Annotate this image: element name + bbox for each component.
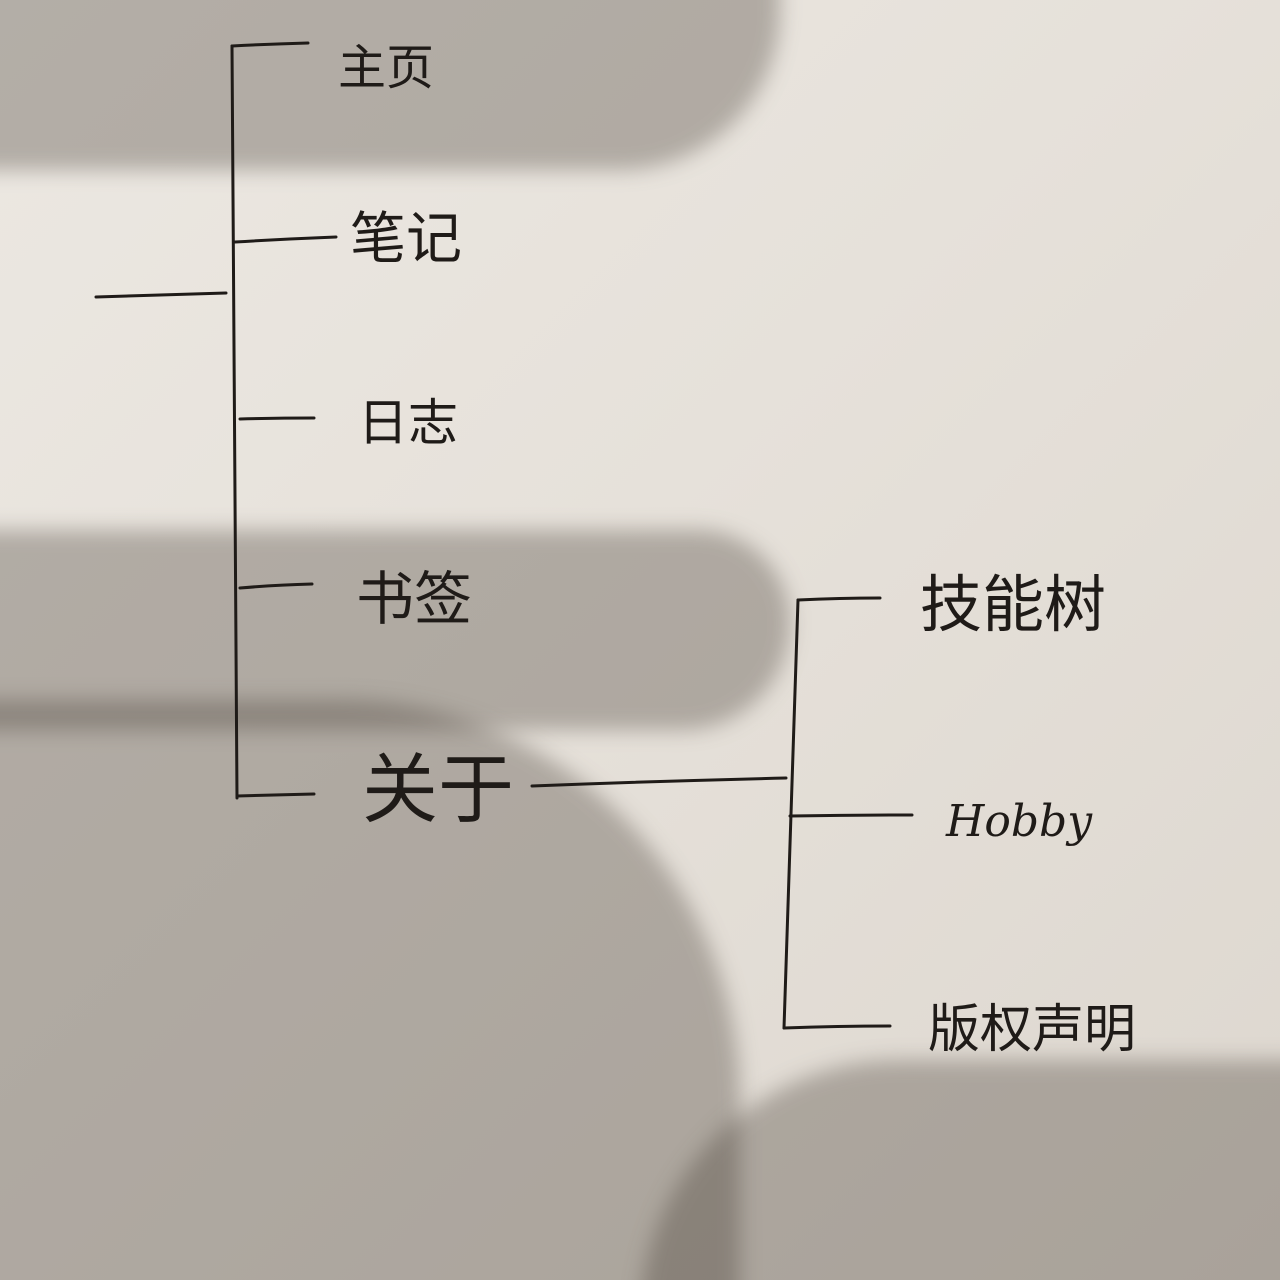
node-bookmarks: 书签 bbox=[356, 565, 473, 633]
branch-tick-about bbox=[235, 792, 316, 798]
sub-branch-spine bbox=[782, 598, 800, 1030]
branch-tick-journal bbox=[238, 416, 316, 421]
branch-tick-bookmarks bbox=[238, 582, 314, 590]
node-journal: 日志 bbox=[358, 394, 458, 452]
node-about: 关于 bbox=[362, 745, 514, 834]
root-stub-line bbox=[94, 291, 228, 299]
node-notes: 笔记 bbox=[350, 207, 462, 272]
branch-tick-home bbox=[230, 41, 310, 48]
node-home: 主页 bbox=[338, 40, 435, 96]
sub-tick-hobby bbox=[788, 813, 914, 818]
sub-tick-skill-tree bbox=[796, 596, 882, 602]
node-copyright: 版权声明 bbox=[928, 1000, 1137, 1060]
sub-tick-copyright bbox=[782, 1024, 892, 1030]
branch-tick-notes bbox=[233, 235, 338, 244]
node-hobby: Hobby bbox=[946, 796, 1093, 847]
about-connector-line bbox=[530, 776, 788, 788]
main-branch-spine bbox=[230, 44, 239, 800]
node-skill-tree: 技能树 bbox=[920, 568, 1107, 641]
